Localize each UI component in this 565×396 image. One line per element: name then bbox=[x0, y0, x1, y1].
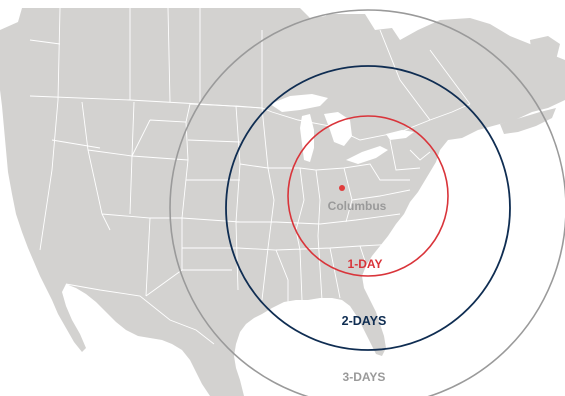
ring-2-days bbox=[225, 65, 511, 351]
origin-marker bbox=[339, 185, 345, 191]
us-canada-border bbox=[29, 95, 471, 141]
land-layer bbox=[0, 8, 565, 396]
newfoundland-landmass bbox=[530, 36, 560, 64]
borders-layer bbox=[29, 7, 471, 345]
origin-city-label: Columbus bbox=[328, 199, 387, 213]
ring-3-days-label: 3-DAYS bbox=[343, 370, 386, 384]
lake-superior bbox=[270, 94, 328, 112]
lake-huron bbox=[324, 112, 352, 146]
origin-group: Columbus bbox=[328, 185, 387, 213]
rings-layer bbox=[169, 9, 565, 396]
ring-3-days bbox=[169, 9, 565, 396]
mexico-border bbox=[65, 283, 215, 345]
state-borders-east bbox=[268, 139, 431, 301]
ring-1-day bbox=[287, 115, 449, 277]
province-borders-canada bbox=[29, 7, 471, 121]
state-borders-central bbox=[181, 103, 289, 310]
lake-ontario bbox=[386, 130, 414, 140]
ring-labels: 1-DAY 2-DAYS 3-DAYS bbox=[342, 257, 387, 384]
ring-2-days-label: 2-DAYS bbox=[342, 314, 387, 328]
lake-erie bbox=[346, 146, 388, 164]
north-america-landmass bbox=[0, 8, 565, 396]
ring-1-day-label: 1-DAY bbox=[348, 257, 383, 271]
